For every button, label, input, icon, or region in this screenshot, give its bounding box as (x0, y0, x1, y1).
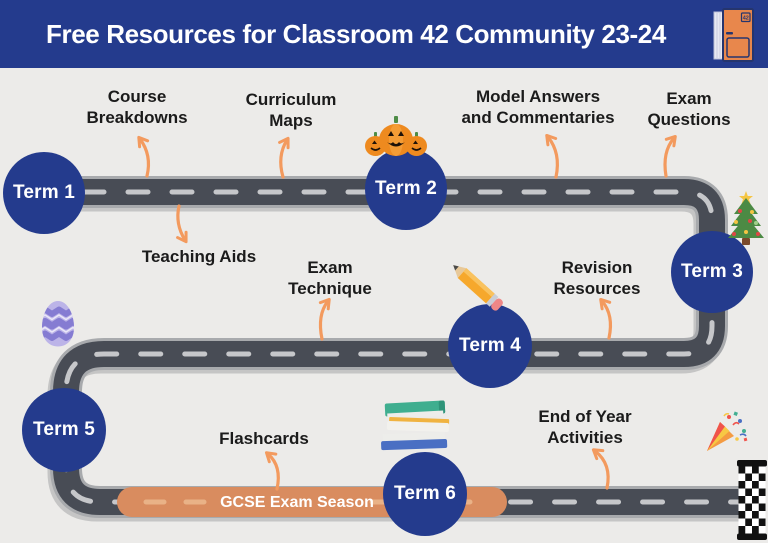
term-3-label: Term 3 (680, 261, 744, 282)
resource-label-model-answers: Model Answers and Commentaries (461, 87, 615, 127)
road-path (37, 176, 753, 522)
arrow-exam-technique (318, 297, 331, 341)
arrow-curriculum-maps (278, 136, 290, 179)
term-1-marker: Term 1 (3, 152, 85, 234)
easter-egg-icon (42, 301, 74, 347)
arrow-model-answers (545, 133, 559, 179)
term-4-marker: Term 4 (448, 304, 532, 388)
pencil-icon (447, 258, 507, 315)
resource-label-curriculum-maps: Curriculum Maps (245, 90, 337, 130)
arrow-flashcards (264, 451, 280, 491)
resource-label-exam-questions: Exam Questions (647, 89, 731, 129)
term-5-label: Term 5 (32, 419, 96, 440)
door-number: 42 (743, 15, 749, 21)
arrow-revision-resources (599, 297, 613, 340)
pumpkins-icon (365, 116, 427, 156)
term-5-marker: Term 5 (22, 388, 106, 472)
term-1-label: Term 1 (12, 182, 76, 203)
party-popper-icon (707, 411, 748, 451)
page-title: Free Resources for Classroom 42 Communit… (46, 18, 666, 49)
checkered-flag-icon (737, 460, 767, 540)
books-icon (381, 400, 450, 451)
arrow-teaching-aids (176, 204, 188, 244)
term-6-label: Term 6 (393, 483, 457, 504)
resource-label-exam-technique: Exam Technique (288, 258, 372, 298)
resource-label-flashcards: Flashcards (219, 429, 309, 448)
arrow-course-breakdowns (137, 135, 151, 178)
term-2-label: Term 2 (374, 178, 438, 199)
resource-label-course-breakdowns: Course Breakdowns (86, 87, 188, 127)
gcse-exam-season-label: GCSE Exam Season (220, 494, 374, 511)
term-4-label: Term 4 (458, 335, 522, 356)
door-42-icon: 42 (713, 8, 754, 62)
arrow-exam-questions (663, 134, 677, 178)
resource-label-revision-resources: Revision Resources (553, 258, 641, 298)
term-3-marker: Term 3 (671, 231, 753, 313)
resource-label-end-of-year: End of Year Activities (538, 407, 632, 447)
resource-label-teaching-aids: Teaching Aids (141, 247, 257, 266)
term-6-marker: Term 6 (383, 452, 467, 536)
term-2-marker: Term 2 (365, 148, 447, 230)
christmas-tree-icon (728, 191, 764, 245)
arrow-end-of-year (591, 448, 610, 490)
header-banner: Free Resources for Classroom 42 Communit… (0, 0, 768, 68)
